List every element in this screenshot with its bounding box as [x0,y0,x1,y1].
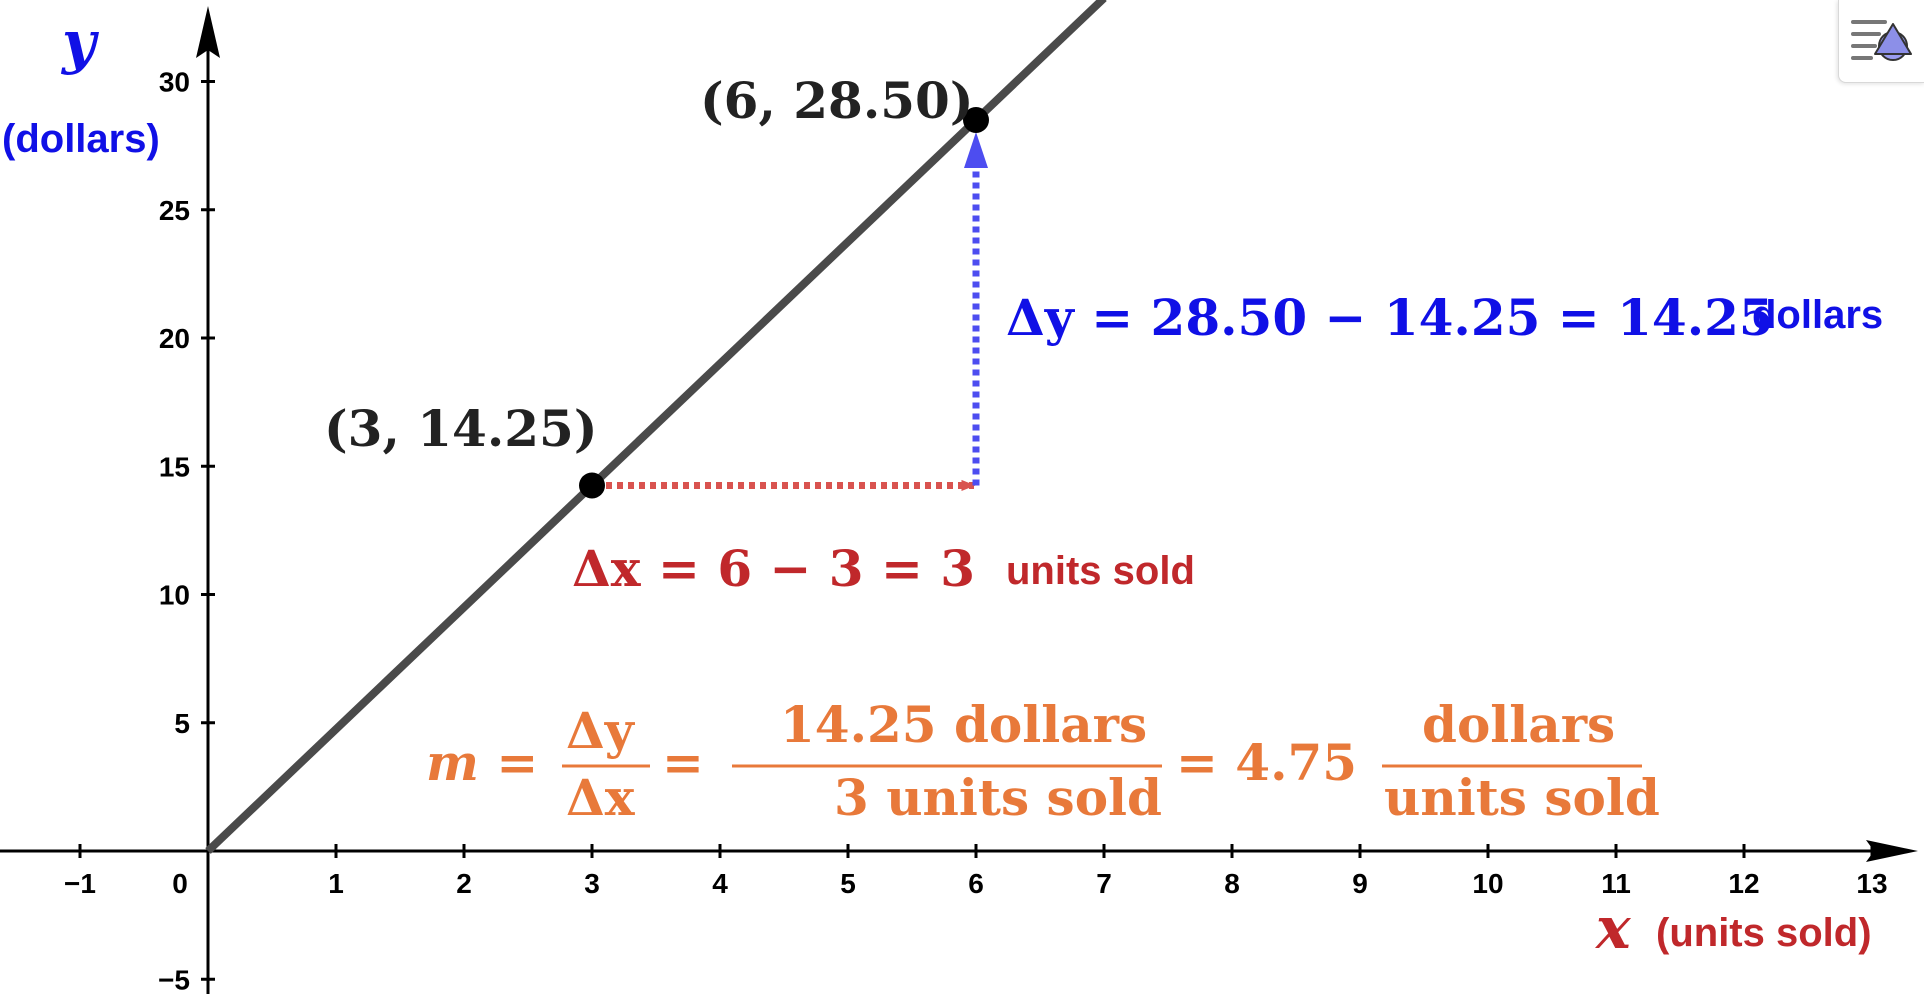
y-axis-symbol: y [60,8,100,76]
point-b[interactable] [963,106,989,133]
delta-x-unit: units sold [1006,549,1195,593]
y-tick-label: 5 [174,708,190,739]
slope-eq1: = [662,733,704,792]
delta-x-expression: Δx = 6 − 3 = 3 [572,539,975,598]
y-tick-label: 25 [159,195,190,226]
slope-formula: m = Δy Δx = 14.25 dollars 3 units sold =… [426,695,1660,827]
x-axis-unit-label: (units sold) [1656,911,1872,955]
delta-y-arrowhead [964,131,988,168]
y-axis-arrowhead [196,6,220,58]
slope-frac3-denominator: units sold [1384,768,1660,827]
x-tick-label: 11 [1601,868,1631,899]
delta-y-unit: dollars [1752,293,1883,337]
x-tick-label: 8 [1224,868,1240,899]
delta-x-annotation: Δx = 6 − 3 = 3 units sold [572,539,1195,598]
x-tick-label: 0 [172,868,188,899]
x-tick-label: 5 [840,868,856,899]
y-tick-label: 10 [159,580,190,611]
y-axis-ticks: −5 5 10 15 20 25 30 [158,67,215,994]
x-tick-label: 12 [1728,868,1759,899]
linear-function-line[interactable] [205,0,1107,854]
x-axis-symbol: x [1594,894,1632,962]
axes [0,6,1918,994]
x-tick-label: 3 [584,868,600,899]
y-tick-label: 20 [159,323,190,354]
slope-eq2: = 4.75 [1176,733,1357,792]
graphics-style-button[interactable] [1838,0,1924,83]
slope-frac2-denominator: 3 units sold [834,768,1162,827]
y-tick-label: 30 [159,67,190,98]
delta-y-expression: Δy = 28.50 − 14.25 = 14.25 [1006,288,1774,347]
slope-frac3-numerator: dollars [1422,695,1615,754]
x-axis-arrowhead [1866,840,1918,862]
x-tick-label: 10 [1472,868,1503,899]
graphics-style-icon [1851,20,1912,61]
x-tick-label: 4 [712,868,728,899]
slope-frac2-numerator: 14.25 dollars [780,695,1147,754]
x-tick-label: 6 [968,868,984,899]
y-tick-label: 15 [159,451,190,482]
x-tick-label: 2 [456,868,472,899]
y-axis-unit-label: (dollars) [2,117,160,161]
slope-frac1-denominator: Δx [566,768,636,827]
x-tick-label: 7 [1096,868,1112,899]
slope-lhs: m = [426,733,538,792]
y-tick-label: −5 [158,964,190,994]
point-a[interactable] [579,472,605,499]
point-b-label: (6, 28.50) [700,71,974,130]
slope-frac1-numerator: Δy [566,701,636,760]
point-a-label: (3, 14.25) [324,399,598,458]
delta-y-annotation: Δy = 28.50 − 14.25 = 14.25 dollars [1006,288,1883,347]
x-tick-label: −1 [64,868,96,899]
x-tick-label: 9 [1352,868,1368,899]
x-tick-label: 1 [328,868,344,899]
x-tick-label: 13 [1856,868,1887,899]
